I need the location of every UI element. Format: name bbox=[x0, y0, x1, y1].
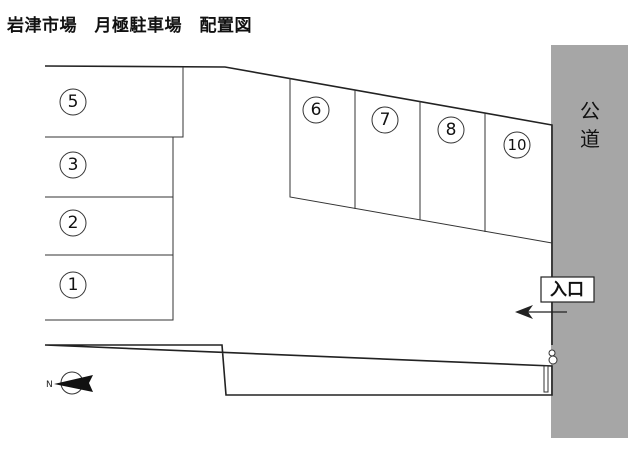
road-label-1: 公 bbox=[580, 99, 600, 123]
stall-7[interactable]: 7 bbox=[371, 106, 399, 134]
svg-text:入口: 入口 bbox=[550, 280, 584, 300]
stall-1[interactable]: 1 bbox=[59, 271, 87, 299]
svg-text:1: 1 bbox=[68, 275, 79, 295]
left-stalls bbox=[45, 67, 184, 321]
svg-text:10: 10 bbox=[507, 136, 526, 154]
svg-text:6: 6 bbox=[311, 100, 322, 120]
svg-text:5: 5 bbox=[68, 92, 79, 112]
gate-post-icon bbox=[543, 349, 558, 393]
road-label-2: 道 bbox=[580, 127, 600, 151]
svg-text:N: N bbox=[46, 380, 53, 390]
north-compass-icon: N bbox=[46, 371, 93, 395]
stall-2[interactable]: 2 bbox=[59, 209, 87, 237]
stall-10[interactable]: 10 bbox=[503, 131, 531, 159]
svg-text:7: 7 bbox=[380, 110, 391, 130]
top-stalls bbox=[289, 78, 553, 244]
lot-outline bbox=[44, 65, 553, 396]
svg-text:3: 3 bbox=[68, 155, 79, 175]
public-road bbox=[551, 45, 628, 438]
entrance-arrow-icon bbox=[515, 305, 567, 319]
stall-3[interactable]: 3 bbox=[59, 151, 87, 179]
svg-text:2: 2 bbox=[68, 213, 79, 233]
page-title: 岩津市場 月極駐車場 配置図 bbox=[7, 16, 252, 36]
stall-6[interactable]: 6 bbox=[302, 96, 330, 124]
svg-text:8: 8 bbox=[446, 120, 457, 140]
stall-8[interactable]: 8 bbox=[437, 116, 465, 144]
entrance-sign: 入口 bbox=[540, 276, 595, 303]
stall-5[interactable]: 5 bbox=[59, 88, 87, 116]
